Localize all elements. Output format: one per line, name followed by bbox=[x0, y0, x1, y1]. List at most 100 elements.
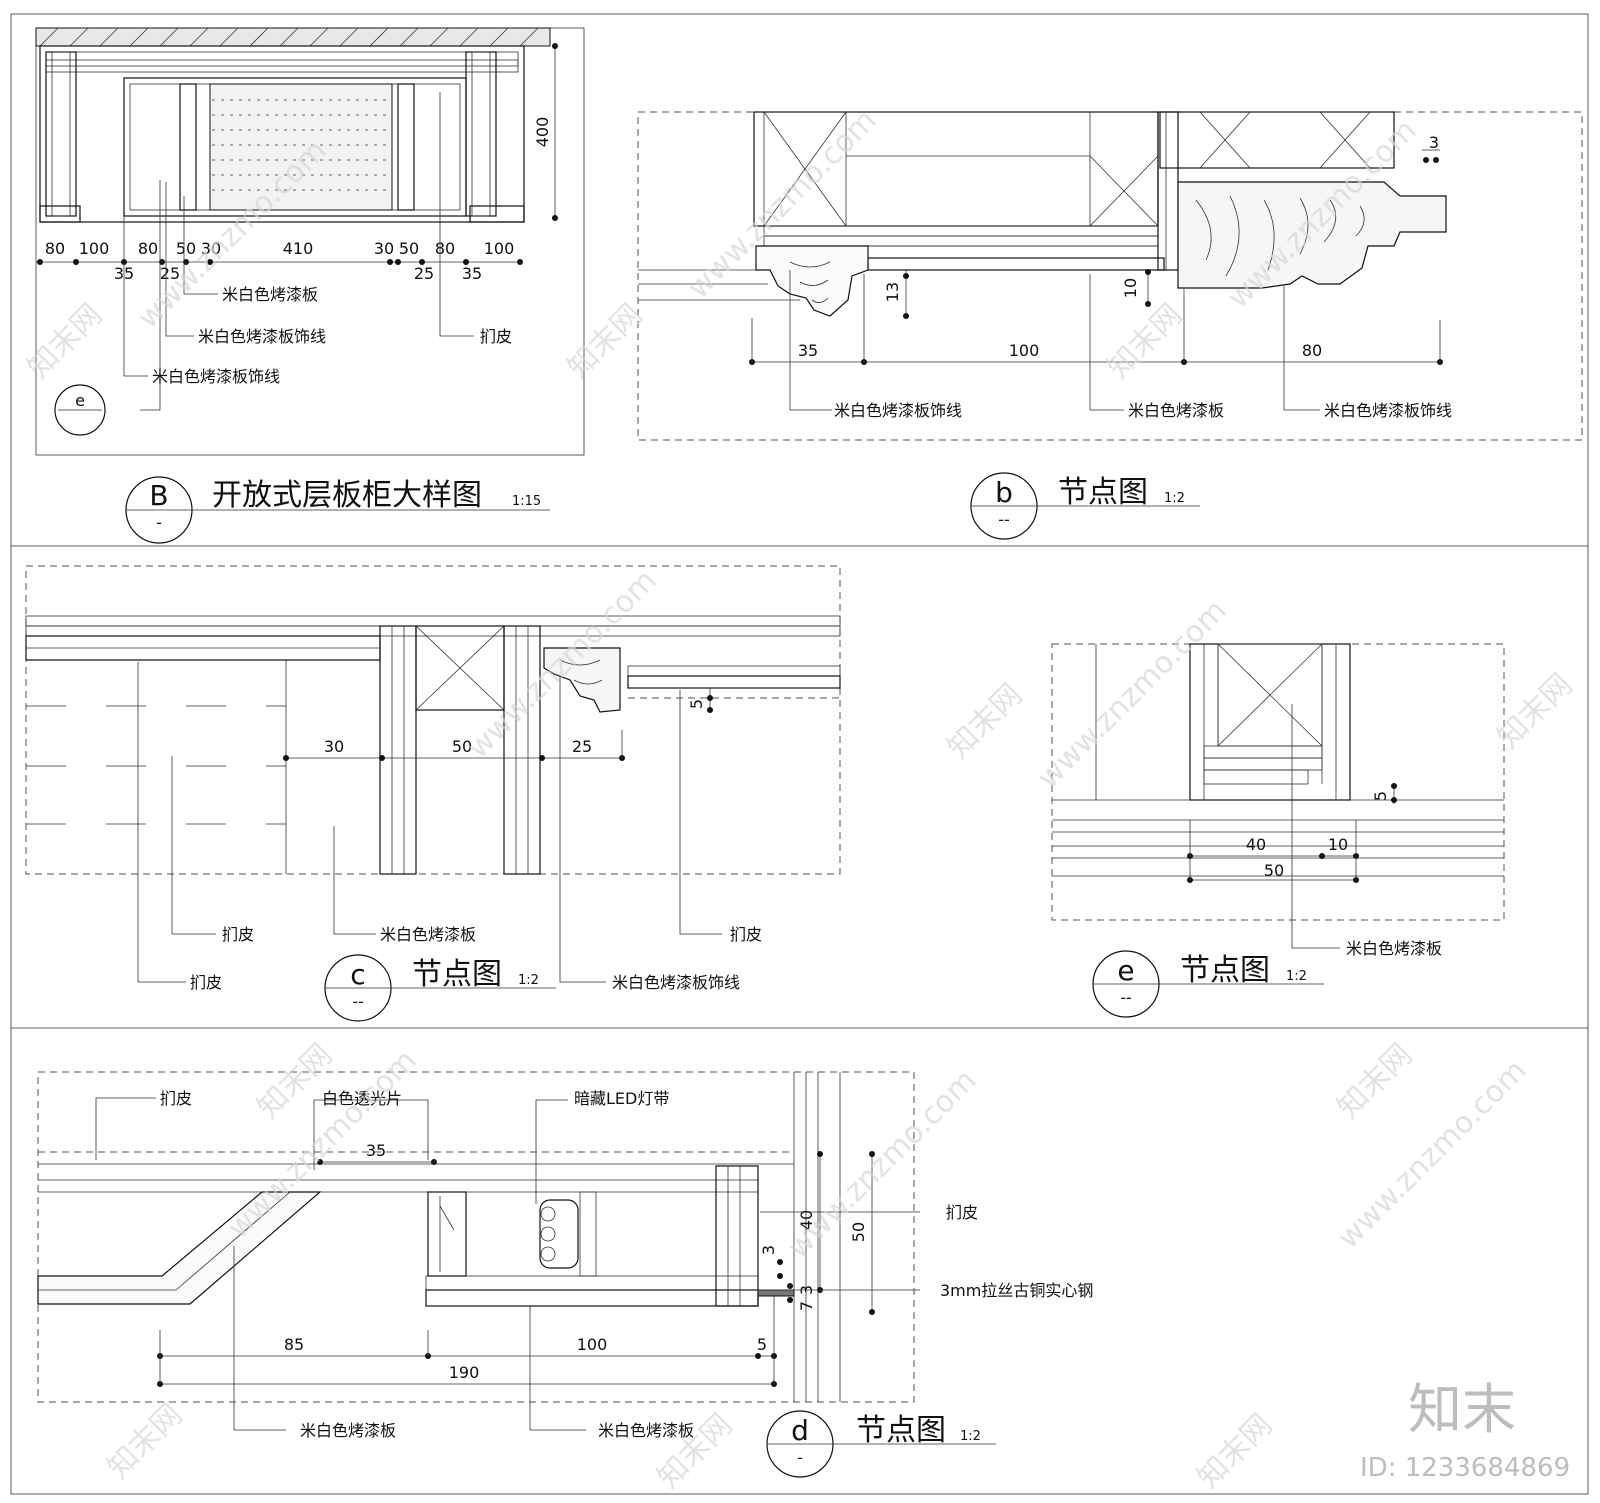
dim-ne-3: 50 bbox=[1264, 861, 1284, 880]
watermark-brand-7: 知末网 bbox=[1331, 1037, 1419, 1125]
dim-nd-8: 3 bbox=[759, 1245, 778, 1255]
watermark-site-5: www.znzmo.com bbox=[1031, 593, 1234, 796]
dim-nd-6: 40 bbox=[797, 1210, 816, 1230]
dim-b-6: 410 bbox=[283, 239, 314, 258]
label-nc-3: 扪皮 bbox=[730, 925, 762, 944]
badge-d: d bbox=[791, 1414, 809, 1447]
logo-text: 知末 bbox=[1408, 1378, 1516, 1441]
dim-ne-4: 5 bbox=[1371, 791, 1390, 801]
dim-nd-7: 50 bbox=[849, 1222, 868, 1242]
label-b-2: 米白色烤漆板饰线 bbox=[198, 327, 326, 346]
label-b-3: 扪皮 bbox=[480, 327, 512, 346]
label-b-1: 米白色烤漆板 bbox=[222, 285, 318, 304]
badge-d-sub: - bbox=[797, 1448, 803, 1467]
dim-nc-3: 25 bbox=[572, 737, 592, 756]
badge-b: b bbox=[995, 476, 1013, 509]
dim-nb-2: 100 bbox=[1009, 341, 1040, 360]
label-nd-1: 扪皮 bbox=[160, 1089, 192, 1108]
scale-B: 1:15 bbox=[512, 494, 541, 509]
watermark-site-7: www.znzmo.com bbox=[781, 1063, 984, 1266]
watermark-brand-6: 知末网 bbox=[251, 1037, 339, 1125]
dim-ne-2: 10 bbox=[1328, 835, 1348, 854]
label-nb-2: 米白色烤漆板 bbox=[1128, 401, 1224, 420]
badge-c: c bbox=[350, 958, 365, 991]
title-c: 节点图 bbox=[412, 957, 502, 992]
label-nc-2: 米白色烤漆板 bbox=[380, 925, 476, 944]
callout-e: e bbox=[75, 391, 85, 410]
badge-B-sub: - bbox=[156, 513, 162, 532]
panel-d-detail: 35 85 100 5 190 40 50 3 3 7 bbox=[37, 1071, 1093, 1440]
label-nd-6: 米白色烤漆板 bbox=[300, 1421, 396, 1440]
scale-c: 1:2 bbox=[518, 973, 539, 988]
dim-ne-1: 40 bbox=[1246, 835, 1266, 854]
label-nd-5: 3mm拉丝古铜实心钢 bbox=[940, 1281, 1093, 1300]
dim-nd-1: 35 bbox=[366, 1141, 386, 1160]
title-block-B: B - 开放式层板柜大样图 1:15 bbox=[125, 476, 550, 544]
panel-B-elevation: 400 80 100 80 50 30 410 30 50 80 100 35 … bbox=[35, 27, 585, 456]
asset-id: ID: 1233684869 bbox=[1360, 1453, 1570, 1483]
label-nb-1: 米白色烤漆板饰线 bbox=[834, 401, 962, 420]
dim-height: 400 bbox=[533, 117, 552, 148]
watermark-site-4: www.znzmo.com bbox=[461, 563, 664, 766]
watermark-brand-2: 知末网 bbox=[561, 297, 649, 385]
label-nc-1: 扪皮 bbox=[222, 925, 254, 944]
dim-nd-4: 5 bbox=[757, 1335, 767, 1354]
panel-e-detail: 40 10 50 5 米白色烤漆板 bbox=[1051, 643, 1505, 958]
dim-nd-2: 85 bbox=[284, 1335, 304, 1354]
dim-nd-3: 100 bbox=[577, 1335, 608, 1354]
dim-b-2: 100 bbox=[79, 239, 110, 258]
label-nd-2: 白色透光片 bbox=[322, 1089, 402, 1108]
dim-b-4: 50 bbox=[176, 239, 196, 258]
watermark-brand-10: 知末网 bbox=[1191, 1407, 1279, 1495]
watermark-brand-1: 知末网 bbox=[21, 297, 109, 385]
dim-nb-4: 13 bbox=[883, 282, 902, 302]
label-nc-5: 米白色烤漆板饰线 bbox=[612, 973, 740, 992]
title-block-d: d - 节点图 1:2 bbox=[766, 1410, 996, 1478]
dim-b-5: 30 bbox=[201, 239, 221, 258]
dim-nb-1: 35 bbox=[798, 341, 818, 360]
watermark-brand-3: 知末网 bbox=[1101, 297, 1189, 385]
badge-b-sub: -- bbox=[998, 510, 1010, 529]
dim-nb-3: 80 bbox=[1302, 341, 1322, 360]
label-b-4: 米白色烤漆板饰线 bbox=[152, 367, 280, 386]
scale-d: 1:2 bbox=[960, 1429, 981, 1444]
label-nb-3: 米白色烤漆板饰线 bbox=[1324, 401, 1452, 420]
dim-b-12: 25 bbox=[160, 264, 180, 283]
dim-nc-2: 50 bbox=[452, 737, 472, 756]
badge-c-sub: -- bbox=[352, 992, 364, 1011]
znzmo-logo: 知末 ID: 1233684869 bbox=[1360, 1378, 1570, 1483]
title-d: 节点图 bbox=[856, 1413, 946, 1448]
dim-nb-5: 10 bbox=[1121, 278, 1140, 298]
dim-nc-4: 5 bbox=[687, 699, 706, 709]
sheet-frame bbox=[10, 13, 1589, 1495]
scale-b: 1:2 bbox=[1164, 491, 1185, 506]
watermark-brand-8: 知末网 bbox=[101, 1397, 189, 1485]
title-block-e: e -- 节点图 1:2 bbox=[1092, 950, 1324, 1018]
panel-c-detail: 30 50 25 5 扪皮 米白色烤漆板 扪皮 扪皮 米白色烤漆板饰线 bbox=[25, 565, 841, 992]
badge-e: e bbox=[1117, 954, 1134, 987]
dim-b-14: 35 bbox=[462, 264, 482, 283]
badge-e-sub: -- bbox=[1120, 988, 1132, 1007]
label-nd-4: 扪皮 bbox=[946, 1203, 978, 1222]
dim-nd-10: 7 bbox=[797, 1301, 816, 1311]
dim-b-9: 80 bbox=[435, 239, 455, 258]
dim-b-1: 80 bbox=[45, 239, 65, 258]
dim-b-13: 25 bbox=[414, 264, 434, 283]
dim-nc-1: 30 bbox=[324, 737, 344, 756]
title-b: 节点图 bbox=[1058, 475, 1148, 510]
label-nc-4: 扪皮 bbox=[190, 973, 222, 992]
dim-nb-6: 3 bbox=[1429, 133, 1439, 152]
label-ne-1: 米白色烤漆板 bbox=[1346, 939, 1442, 958]
dim-b-10: 100 bbox=[484, 239, 515, 258]
watermark-brand-4: 知末网 bbox=[941, 677, 1029, 765]
label-nd-3: 暗藏LED灯带 bbox=[574, 1089, 669, 1108]
title-e: 节点图 bbox=[1180, 953, 1270, 988]
dim-b-8: 50 bbox=[399, 239, 419, 258]
panel-b-detail: 35 100 80 13 10 3 米白色烤漆板饰线 米白色烤漆板 米白色烤漆板… bbox=[637, 111, 1583, 441]
label-nd-7: 米白色烤漆板 bbox=[598, 1421, 694, 1440]
badge-B: B bbox=[149, 479, 168, 512]
dim-b-7: 30 bbox=[374, 239, 394, 258]
dim-b-3: 80 bbox=[138, 239, 158, 258]
title-block-b: b -- 节点图 1:2 bbox=[970, 472, 1200, 540]
